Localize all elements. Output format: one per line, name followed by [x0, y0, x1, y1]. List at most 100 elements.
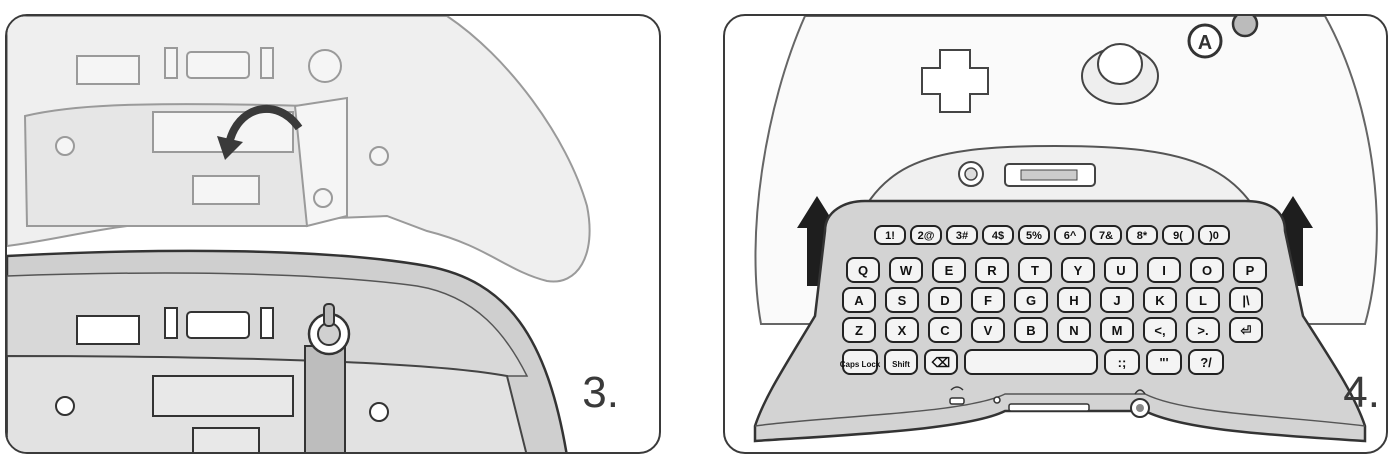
step-number-3: 3. — [582, 368, 619, 417]
faded-headset-arm — [293, 96, 348, 228]
key-label-2-3: F — [984, 293, 992, 308]
key-label-3-7: <, — [1154, 323, 1165, 338]
plug-pin — [323, 303, 335, 327]
key-1-5 — [1061, 257, 1095, 283]
key-label-4-6: ?/ — [1200, 355, 1212, 370]
key-label-2-2: D — [940, 293, 949, 308]
key-3-5 — [1057, 317, 1091, 343]
faded-hole-left — [55, 136, 75, 156]
step-3-illustration — [7, 16, 591, 452]
faded-plug — [308, 49, 342, 83]
key-1-0 — [846, 257, 880, 283]
key-1-1 — [889, 257, 923, 283]
wireless-icon — [950, 386, 964, 391]
key-label-1-2: E — [945, 263, 954, 278]
faded-hole-right — [369, 146, 389, 166]
key-3-3 — [971, 317, 1005, 343]
key-2-8 — [1186, 287, 1220, 313]
key-0-4 — [1018, 225, 1050, 245]
key-label-1-4: T — [1031, 263, 1039, 278]
key-0-3 — [982, 225, 1014, 245]
key-0-1 — [910, 225, 942, 245]
key-1-9 — [1233, 257, 1267, 283]
faded-clip — [192, 175, 260, 205]
key-label-1-0: Q — [858, 263, 868, 278]
key-label-3-4: B — [1026, 323, 1035, 338]
key-label-3-0: Z — [855, 323, 863, 338]
key-label-1-8: O — [1202, 263, 1212, 278]
key-label-0-6: 7& — [1099, 230, 1113, 242]
key-label-3-8: >. — [1197, 323, 1208, 338]
key-0-6 — [1090, 225, 1122, 245]
key-3-4 — [1014, 317, 1048, 343]
key-label-3-9: ⏎ — [1240, 323, 1252, 338]
key-label-4-2: ⌫ — [931, 355, 950, 370]
key-4-0 — [842, 349, 878, 375]
key-label-4-4: :; — [1118, 355, 1127, 370]
key-label-0-9: )0 — [1209, 230, 1219, 242]
bay — [152, 375, 294, 417]
key-1-6 — [1104, 257, 1138, 283]
faded-port-slot-left — [164, 47, 178, 79]
faded-usb-port — [186, 51, 250, 79]
key-label-2-8: L — [1199, 293, 1207, 308]
key-1-7 — [1147, 257, 1181, 283]
usb-port — [186, 311, 250, 339]
key-label-2-9: |\ — [1242, 293, 1250, 308]
key-2-4 — [1014, 287, 1048, 313]
key-1-8 — [1190, 257, 1224, 283]
key-3-6 — [1100, 317, 1134, 343]
key-label-0-4: 5% — [1026, 230, 1042, 242]
key-label-1-3: R — [987, 263, 997, 278]
key-label-2-5: H — [1069, 293, 1078, 308]
key-label-4-5: "' — [1159, 355, 1168, 370]
key-2-5 — [1057, 287, 1091, 313]
key-label-0-5: 6^ — [1064, 230, 1077, 242]
key-label-0-3: 4$ — [992, 230, 1004, 242]
key-label-1-7: I — [1162, 263, 1166, 278]
key-2-0 — [842, 287, 876, 313]
key-3-1 — [885, 317, 919, 343]
key-label-4-0: Caps Lock — [840, 360, 881, 369]
key-1-2 — [932, 257, 966, 283]
keyboard-connector — [1008, 403, 1090, 412]
faded-plug-base — [313, 188, 333, 208]
key-label-3-2: C — [940, 323, 950, 338]
key-label-2-6: J — [1113, 293, 1120, 308]
key-label-2-1: S — [898, 293, 907, 308]
step-3-panel: 3. — [5, 14, 661, 454]
key-label-3-6: M — [1112, 323, 1123, 338]
hole-right — [369, 402, 389, 422]
key-2-6 — [1100, 287, 1134, 313]
key-2-3 — [971, 287, 1005, 313]
faded-port-rect — [76, 55, 140, 85]
main-controller — [7, 249, 568, 452]
key-label-2-7: K — [1155, 293, 1165, 308]
key-4-6 — [1188, 349, 1224, 375]
key-label-3-3: V — [984, 323, 993, 338]
key-2-7 — [1143, 287, 1177, 313]
key-label-0-1: 2@ — [918, 230, 935, 242]
clip — [192, 427, 260, 452]
port-rect — [76, 315, 140, 345]
key-0-2 — [946, 225, 978, 245]
port-slot-right — [260, 307, 274, 339]
key-4-5 — [1146, 349, 1182, 375]
key-0-9 — [1198, 225, 1230, 245]
key-label-3-1: X — [898, 323, 907, 338]
a-button — [1187, 23, 1223, 59]
key-4-1 — [884, 349, 918, 375]
key-label-3-5: N — [1069, 323, 1078, 338]
key-0-8 — [1162, 225, 1194, 245]
key-label-1-6: U — [1116, 263, 1125, 278]
key-0-0 — [874, 225, 906, 245]
key-2-1 — [885, 287, 919, 313]
dpad-icon — [921, 49, 989, 113]
rotate-arrow — [225, 105, 303, 146]
key-1-3 — [975, 257, 1009, 283]
key-3-9 — [1229, 317, 1263, 343]
wireless-indicator — [949, 397, 965, 405]
key-label-1-5: Y — [1074, 263, 1083, 278]
